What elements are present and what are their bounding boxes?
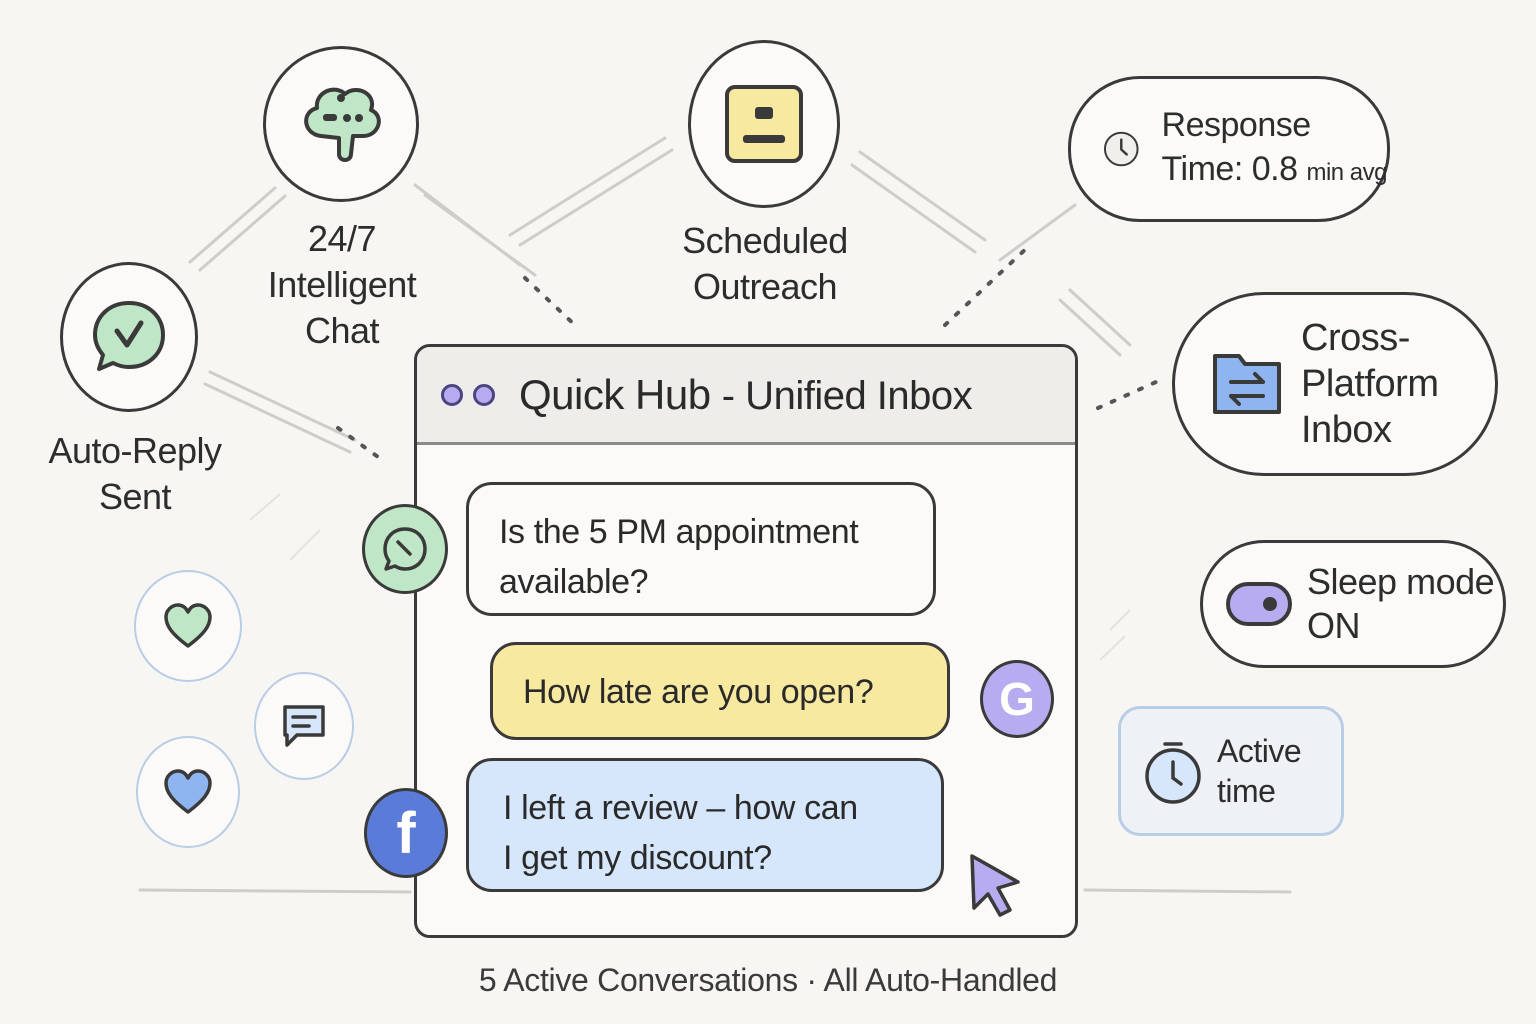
intelligent-chat-badge[interactable] [263,46,419,202]
message-bubble-whatsapp[interactable]: Is the 5 PM appointment available? [466,482,936,616]
sync-folder-icon [1213,354,1281,414]
google-icon: G [999,673,1035,725]
response-time-card[interactable]: Response Time: 0.8 min avg [1068,76,1390,222]
scheduled-outreach-badge[interactable] [688,40,840,208]
inbox-titlebar: Quick Hub - Unified Inbox [417,347,1075,445]
whatsapp-avatar [362,504,448,594]
intelligent-chat-label: 24/7 Intelligent Chat [267,218,417,351]
sleep-mode-text: Sleep mode ON [1307,561,1495,646]
active-time-card[interactable]: Active time [1118,706,1344,836]
facebook-avatar: f [364,788,448,878]
response-time-text: Response Time: 0.8 min avg [1161,106,1388,188]
cross-platform-inbox-text: Cross- Platform Inbox [1301,317,1439,451]
message-bubble-facebook[interactable]: I left a review – how can I get my disco… [466,758,944,892]
reaction-message [254,672,354,780]
reaction-heart-blue [136,736,240,848]
heart-icon [164,603,212,648]
check-chat-icon [93,301,165,371]
conversation-status: 5 Active Conversations · All Auto-Handle… [478,962,1058,998]
stopwatch-icon [1145,742,1201,804]
calendar-icon [725,85,803,163]
google-avatar: G [980,660,1054,738]
auto-reply-label: Auto-Reply Sent [48,430,222,517]
whatsapp-icon [383,527,427,571]
sleep-mode-card[interactable]: Sleep mode ON [1200,540,1506,668]
clock-icon [1103,131,1139,167]
reaction-heart-green [134,570,242,682]
facebook-icon: f [396,800,416,866]
active-time-text: Active time [1217,733,1302,809]
cross-platform-inbox-card[interactable]: Cross- Platform Inbox [1172,292,1498,476]
heart-icon [164,769,212,814]
toggle-icon[interactable] [1225,580,1293,628]
inbox-title: Quick Hub - Unified Inbox [519,370,973,418]
auto-reply-badge[interactable] [60,262,198,412]
scheduled-outreach-label: Scheduled Outreach [682,220,848,307]
window-dot-icon[interactable] [473,383,495,406]
message-icon [283,705,325,747]
cursor-icon [970,854,1020,917]
window-dot-icon[interactable] [441,383,463,406]
brain-chat-icon [304,87,381,162]
message-bubble-google[interactable]: How late are you open? [490,642,950,740]
